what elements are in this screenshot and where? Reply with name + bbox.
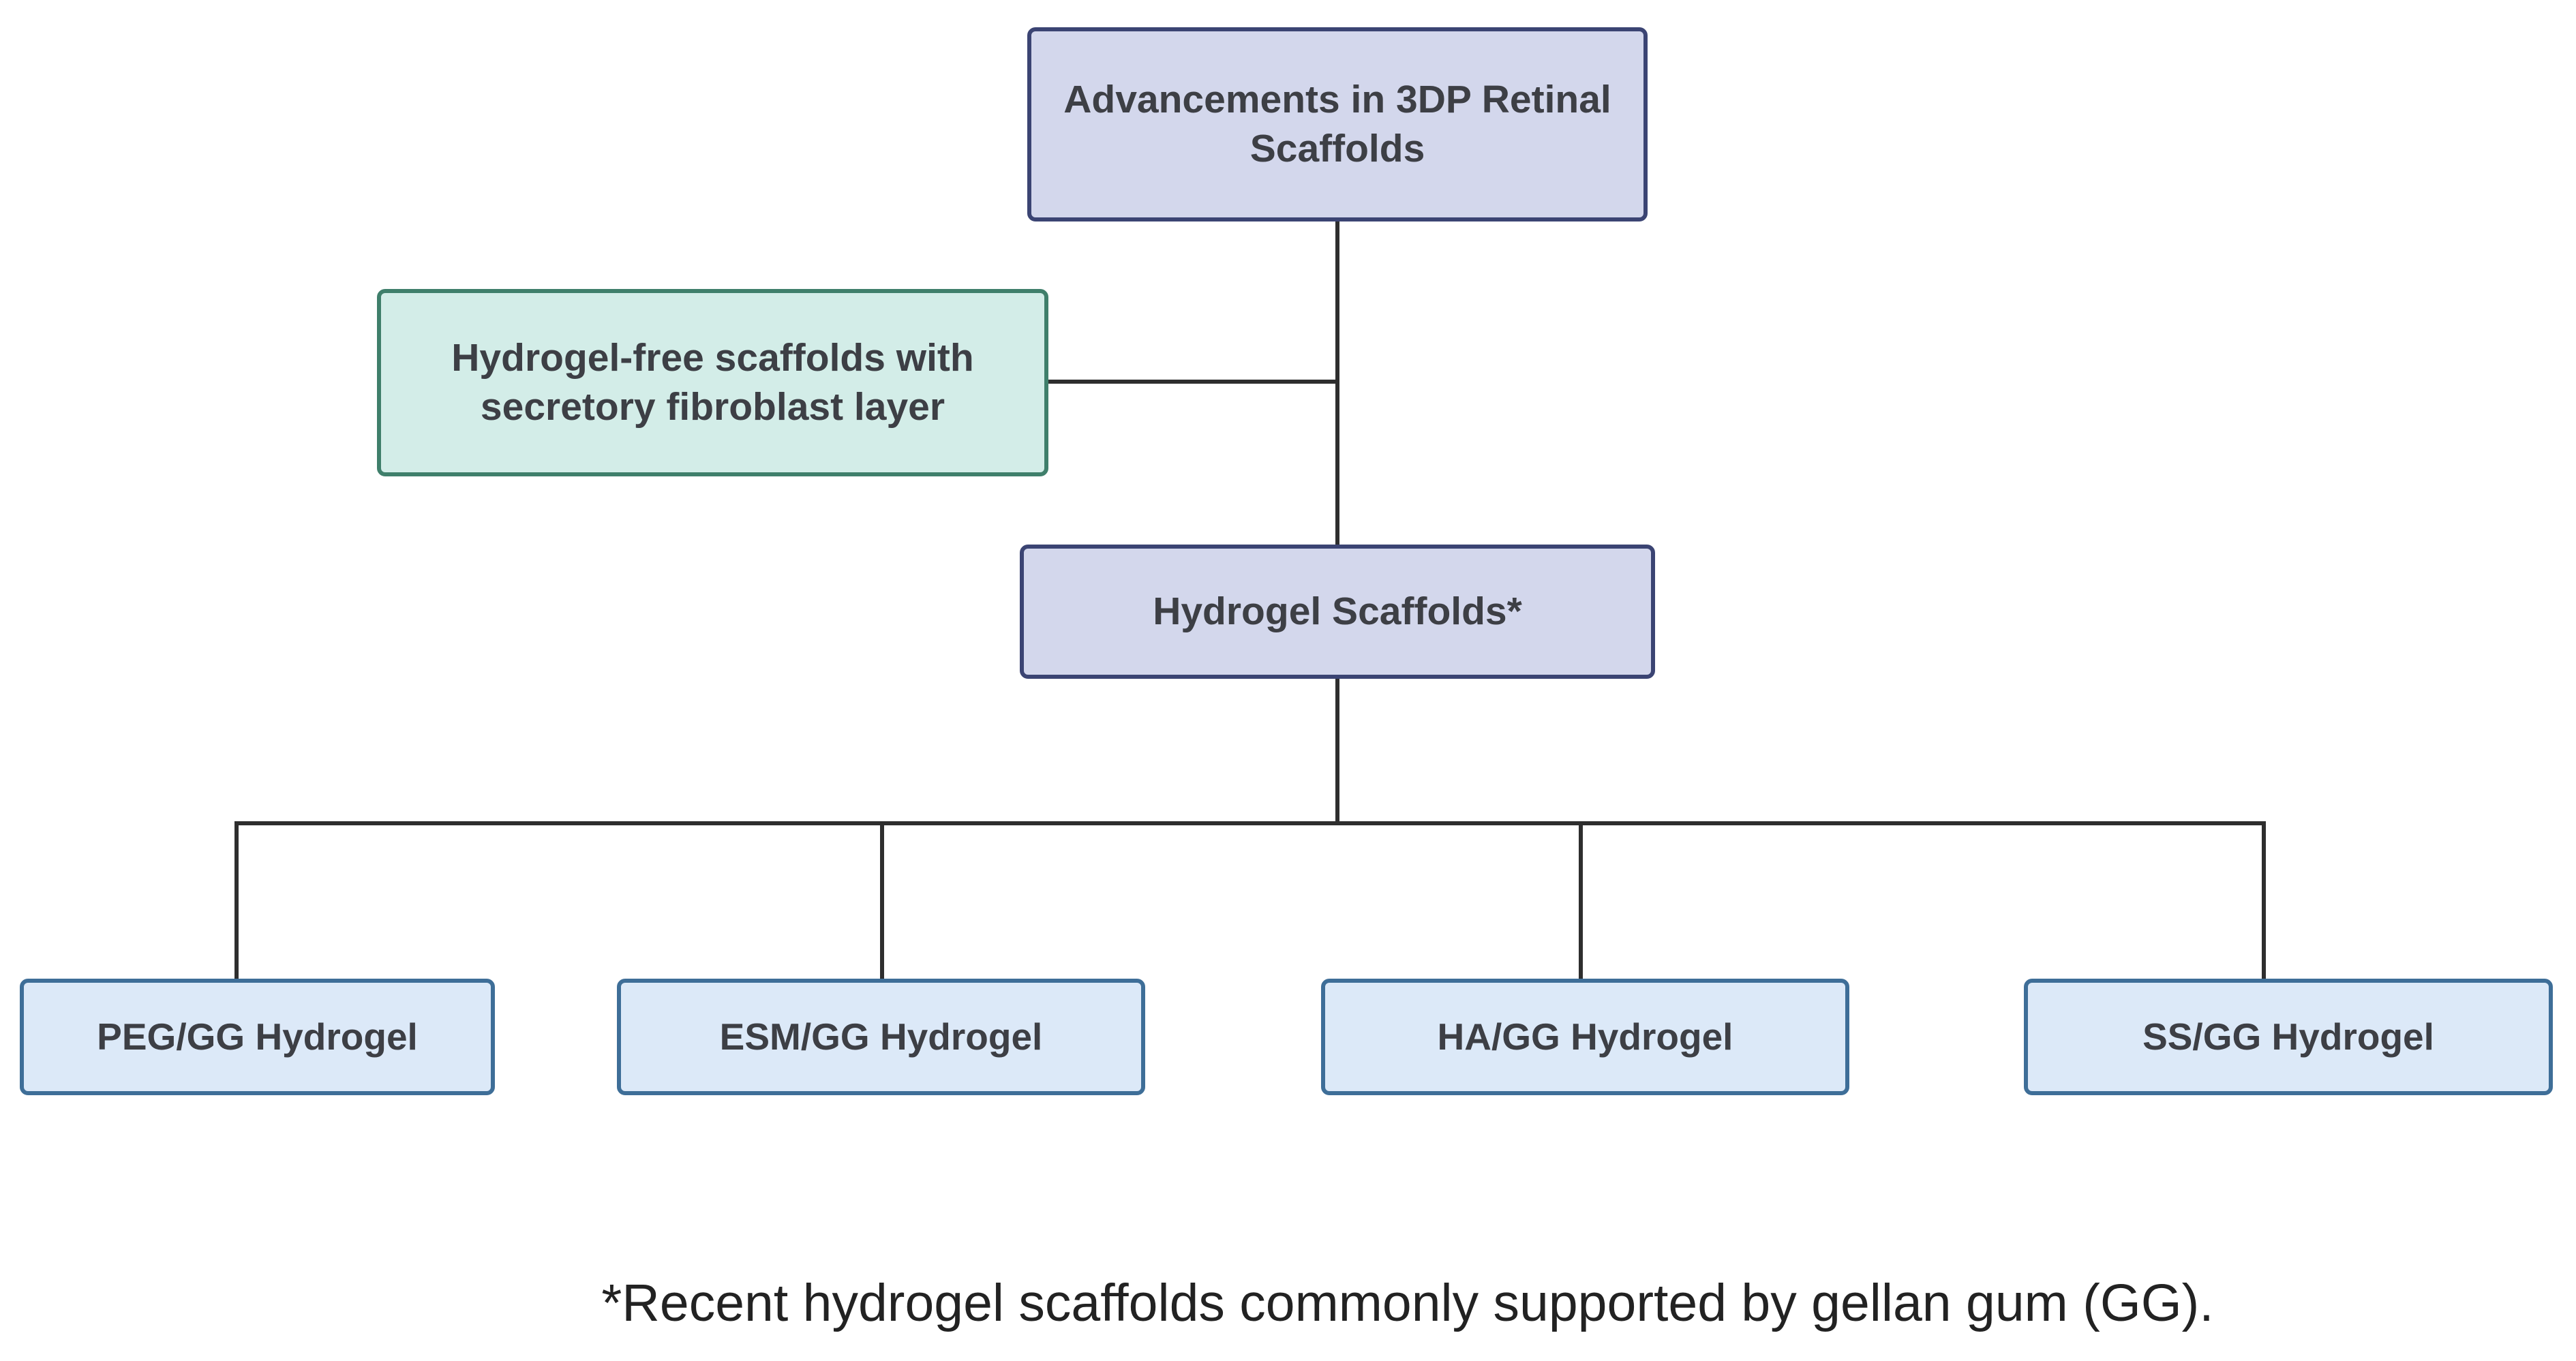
root-node: Advancements in 3DP Retinal Scaffolds: [1027, 27, 1648, 221]
leaf-node-ha-gg: HA/GG Hydrogel: [1321, 979, 1849, 1095]
leaf-node-label: PEG/GG Hydrogel: [97, 1015, 418, 1058]
leaf-node-esm-gg: ESM/GG Hydrogel: [617, 979, 1145, 1095]
leaf-node-label: ESM/GG Hydrogel: [719, 1015, 1043, 1058]
leaf-node-peg-gg: PEG/GG Hydrogel: [20, 979, 495, 1095]
leaf-node-ss-gg: SS/GG Hydrogel: [2024, 979, 2553, 1095]
root-node-label: Advancements in 3DP Retinal Scaffolds: [1063, 78, 1611, 170]
footnote: *Recent hydrogel scaffolds commonly supp…: [601, 1274, 2214, 1332]
hydrogel-free-node: Hydrogel-free scaffolds with secretory f…: [377, 289, 1048, 476]
leaf-node-label: HA/GG Hydrogel: [1437, 1015, 1733, 1058]
leaf-node-label: SS/GG Hydrogel: [2142, 1015, 2434, 1058]
hydrogel-scaffolds-node-label: Hydrogel Scaffolds*: [1153, 589, 1522, 633]
hydrogel-scaffolds-node: Hydrogel Scaffolds*: [1020, 545, 1655, 679]
hydrogel-free-node-label: Hydrogel-free scaffolds with secretory f…: [451, 336, 974, 429]
